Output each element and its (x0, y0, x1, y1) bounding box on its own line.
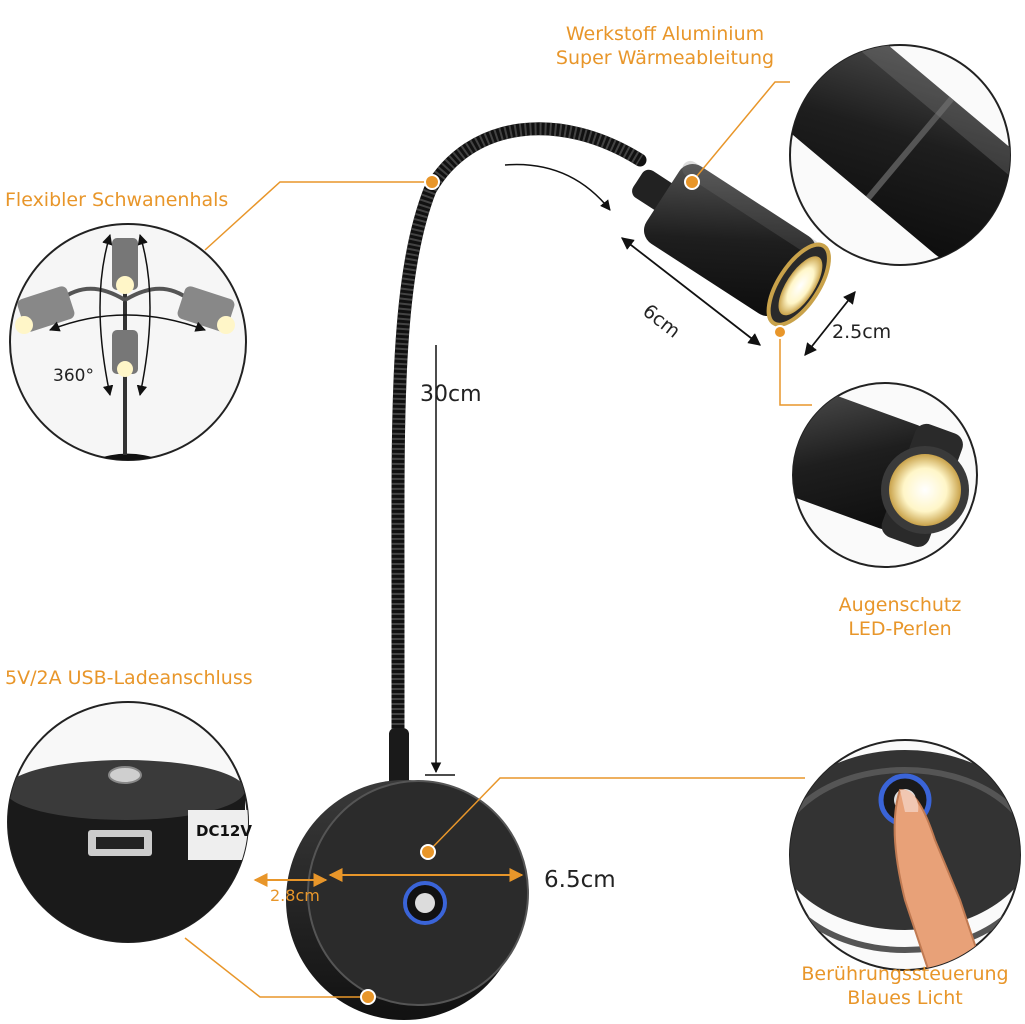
material-label: Werkstoff Aluminium Super Wärmeableitung (520, 22, 810, 70)
material-label-line2: Super Wärmeableitung (555, 47, 775, 69)
usb-label: 5V/2A USB-Ladeanschluss (5, 667, 253, 689)
base-diameter-text: 6.5cm (544, 867, 616, 893)
head-diameter-text: 2.5cm (832, 321, 892, 343)
led-bead (778, 256, 823, 316)
lamp-base (286, 780, 529, 1020)
inset-touch (789, 739, 1021, 971)
neck-length-text: 30cm (420, 382, 482, 407)
material-label-line1: Werkstoff Aluminium (565, 23, 765, 45)
rotation-text: 360° (53, 366, 94, 386)
touch-label-line1: Berührungssteuerung (801, 963, 1009, 985)
eye-protection-label: Augenschutz LED-Perlen (790, 593, 1010, 641)
callout-dots (360, 174, 787, 1005)
gooseneck (391, 122, 647, 807)
inset-flex (9, 223, 247, 461)
eye-label-line1: Augenschutz (838, 594, 962, 616)
led-lens-icon (889, 454, 961, 526)
touch-label: Berührungssteuerung Blaues Licht (785, 962, 1025, 1010)
gooseneck-label: Flexibler Schwanenhals (5, 189, 229, 211)
dimension-lines (253, 163, 856, 887)
base-thickness-text: 2.8cm (270, 886, 320, 905)
inset-usb (7, 701, 249, 943)
touch-label-line2: Blaues Licht (847, 987, 963, 1009)
eye-label-line2: LED-Perlen (848, 618, 952, 640)
inset-led (792, 382, 978, 568)
dc-voltage-text: DC12V (196, 822, 252, 840)
callout-lines (184, 81, 812, 998)
